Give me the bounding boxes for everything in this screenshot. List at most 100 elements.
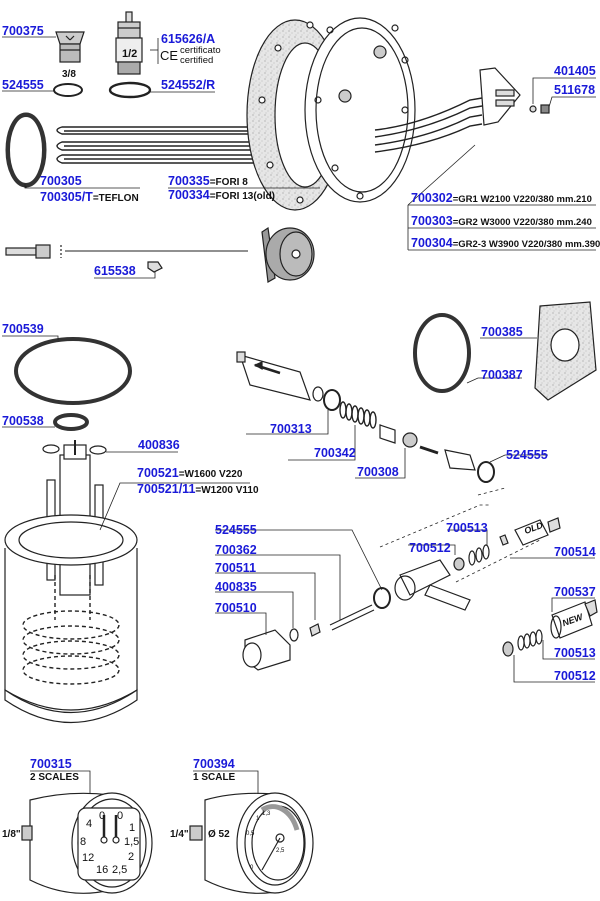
part-link[interactable]: 700304 — [411, 236, 453, 250]
part-link[interactable]: 524555 — [215, 523, 257, 537]
part-label-700514[interactable]: 700514 — [554, 545, 596, 559]
part-link[interactable]: 700305 — [40, 174, 82, 188]
part-label-700539[interactable]: 700539 — [2, 322, 44, 336]
part-label-700512-top[interactable]: 700512 — [409, 541, 451, 555]
part-label-524555-mid[interactable]: 524555 — [506, 448, 548, 462]
part-label-700387[interactable]: 700387 — [481, 368, 523, 382]
part-label-700305T[interactable]: 700305/T=TEFLON — [40, 190, 139, 206]
part-label-400836[interactable]: 400836 — [138, 438, 180, 452]
plug-700375 — [55, 31, 85, 63]
probe-rod — [5, 244, 248, 259]
oring-400836-left — [42, 444, 60, 454]
part-label-700385[interactable]: 700385 — [481, 325, 523, 339]
part-label-401405[interactable]: 401405 — [554, 64, 596, 78]
part-link[interactable]: 700394 — [193, 757, 235, 771]
washer-524555-top — [53, 83, 83, 97]
part-note: =FORI 8 — [209, 177, 248, 188]
part-label-524552R[interactable]: 524552/R — [161, 78, 215, 92]
part-link[interactable]: 700539 — [2, 322, 44, 336]
part-label-700521[interactable]: 700521=W1600 V220 — [137, 466, 242, 482]
part-label-524555-top[interactable]: 524555 — [2, 78, 44, 92]
part-link[interactable]: 524555 — [506, 448, 548, 462]
part-label-615538[interactable]: 615538 — [94, 264, 136, 278]
part-link[interactable]: 700313 — [270, 422, 312, 436]
pressure-gauge-700315 — [21, 792, 153, 894]
part-label-700335[interactable]: 700335=FORI 8 — [168, 174, 248, 190]
part-link[interactable]: 700387 — [481, 368, 523, 382]
part-link[interactable]: 700512 — [409, 541, 451, 555]
part-link[interactable]: 700334 — [168, 188, 210, 202]
part-link[interactable]: 400835 — [215, 580, 257, 594]
part-label-700511[interactable]: 700511 — [215, 561, 256, 575]
part-label-700303[interactable]: 700303=GR2 W3000 V220/380 mm.240 — [411, 214, 592, 230]
part-link[interactable]: 400836 — [138, 438, 180, 452]
part-link[interactable]: 700385 — [481, 325, 523, 339]
part-link[interactable]: 401405 — [554, 64, 596, 78]
part-link[interactable]: 615626/A — [161, 32, 216, 46]
part-link[interactable]: 524552/R — [161, 78, 216, 92]
part-label-700510[interactable]: 700510 — [215, 601, 257, 615]
part-label-511678[interactable]: 511678 — [554, 83, 595, 97]
clip-615538 — [147, 261, 163, 273]
part-link[interactable]: 700302 — [411, 191, 453, 205]
part-link[interactable]: 700513 — [446, 521, 488, 535]
part-label-400835[interactable]: 400835 — [215, 580, 257, 594]
part-label-700513-bottom[interactable]: 700513 — [554, 646, 596, 660]
gauge-1s-0: 0 — [250, 865, 254, 871]
part-label-700394[interactable]: 700394 — [193, 757, 235, 771]
part-link[interactable]: 700510 — [215, 601, 257, 615]
part-label-700313[interactable]: 700313 — [270, 422, 312, 436]
gauge-2s-right-2: 2 — [128, 851, 135, 863]
part-label-700521-11[interactable]: 700521/11=W1200 V110 — [137, 482, 259, 498]
certificato-label: certificato — [180, 45, 221, 56]
part-link[interactable]: 700315 — [30, 757, 72, 771]
washer-524552R — [108, 81, 152, 99]
part-label-700362[interactable]: 700362 — [215, 543, 257, 557]
part-link[interactable]: 700305/T — [40, 190, 93, 204]
part-link[interactable]: 700538 — [2, 414, 44, 428]
part-link[interactable]: 700342 — [314, 446, 356, 460]
part-label-700375[interactable]: 700375 — [2, 24, 44, 38]
part-label-700513-top[interactable]: 700513 — [446, 521, 488, 535]
part-label-700537[interactable]: 700537 — [554, 585, 596, 599]
part-link[interactable]: 700375 — [2, 24, 44, 38]
ce-mark: CE — [160, 48, 179, 63]
part-link[interactable]: 700513 — [554, 646, 596, 660]
part-note: =GR2-3 W3900 V220/380 mm.390 — [452, 239, 600, 250]
part-link[interactable]: 700362 — [215, 543, 257, 557]
gauge-2s-left-4: 4 — [86, 818, 93, 830]
oring-400836-right — [89, 445, 107, 455]
gauge-700315-thread: 1/8" — [2, 829, 21, 840]
part-note: =GR1 W2100 V220/380 mm.210 — [452, 194, 592, 205]
part-link[interactable]: 615538 — [94, 264, 136, 278]
part-link[interactable]: 700303 — [411, 214, 453, 228]
fitting-new-700537 — [502, 599, 598, 657]
part-link[interactable]: 700335 — [168, 174, 210, 188]
expansion-valve-body — [236, 351, 495, 483]
pressure-gauge-700394 — [189, 792, 314, 894]
gauge-700394-thread: 1/4" — [170, 829, 189, 840]
part-link[interactable]: 700521 — [137, 466, 179, 480]
part-link[interactable]: 700514 — [554, 545, 596, 559]
part-label-615626A[interactable]: 615626/A — [161, 32, 215, 46]
part-link[interactable]: 700521/11 — [137, 482, 196, 496]
part-link[interactable]: 700511 — [215, 561, 257, 575]
part-link[interactable]: 700537 — [554, 585, 596, 599]
part-label-700342[interactable]: 700342 — [314, 446, 356, 460]
part-label-700334[interactable]: 700334=FORI 13(old) — [168, 188, 275, 204]
part-label-700308[interactable]: 700308 — [357, 465, 399, 479]
thread-label-3-8: 3/8 — [62, 69, 76, 80]
part-label-524555-low[interactable]: 524555 — [215, 523, 257, 537]
part-label-700305[interactable]: 700305 — [40, 174, 82, 188]
part-link[interactable]: 700512 — [554, 669, 596, 683]
part-label-700512-bottom[interactable]: 700512 — [554, 669, 596, 683]
part-link[interactable]: 511678 — [554, 83, 596, 97]
part-link[interactable]: 700308 — [357, 465, 399, 479]
part-label-700538[interactable]: 700538 — [2, 414, 44, 428]
gauge-1s-1-3: 1,3 — [262, 811, 271, 817]
part-link[interactable]: 524555 — [2, 78, 44, 92]
part-label-700315[interactable]: 700315 — [30, 757, 72, 771]
part-label-700304[interactable]: 700304=GR2-3 W3900 V220/380 mm.390 — [411, 236, 600, 252]
gauge-2s-left-12: 12 — [82, 852, 95, 864]
part-label-700302[interactable]: 700302=GR1 W2100 V220/380 mm.210 — [411, 191, 592, 207]
